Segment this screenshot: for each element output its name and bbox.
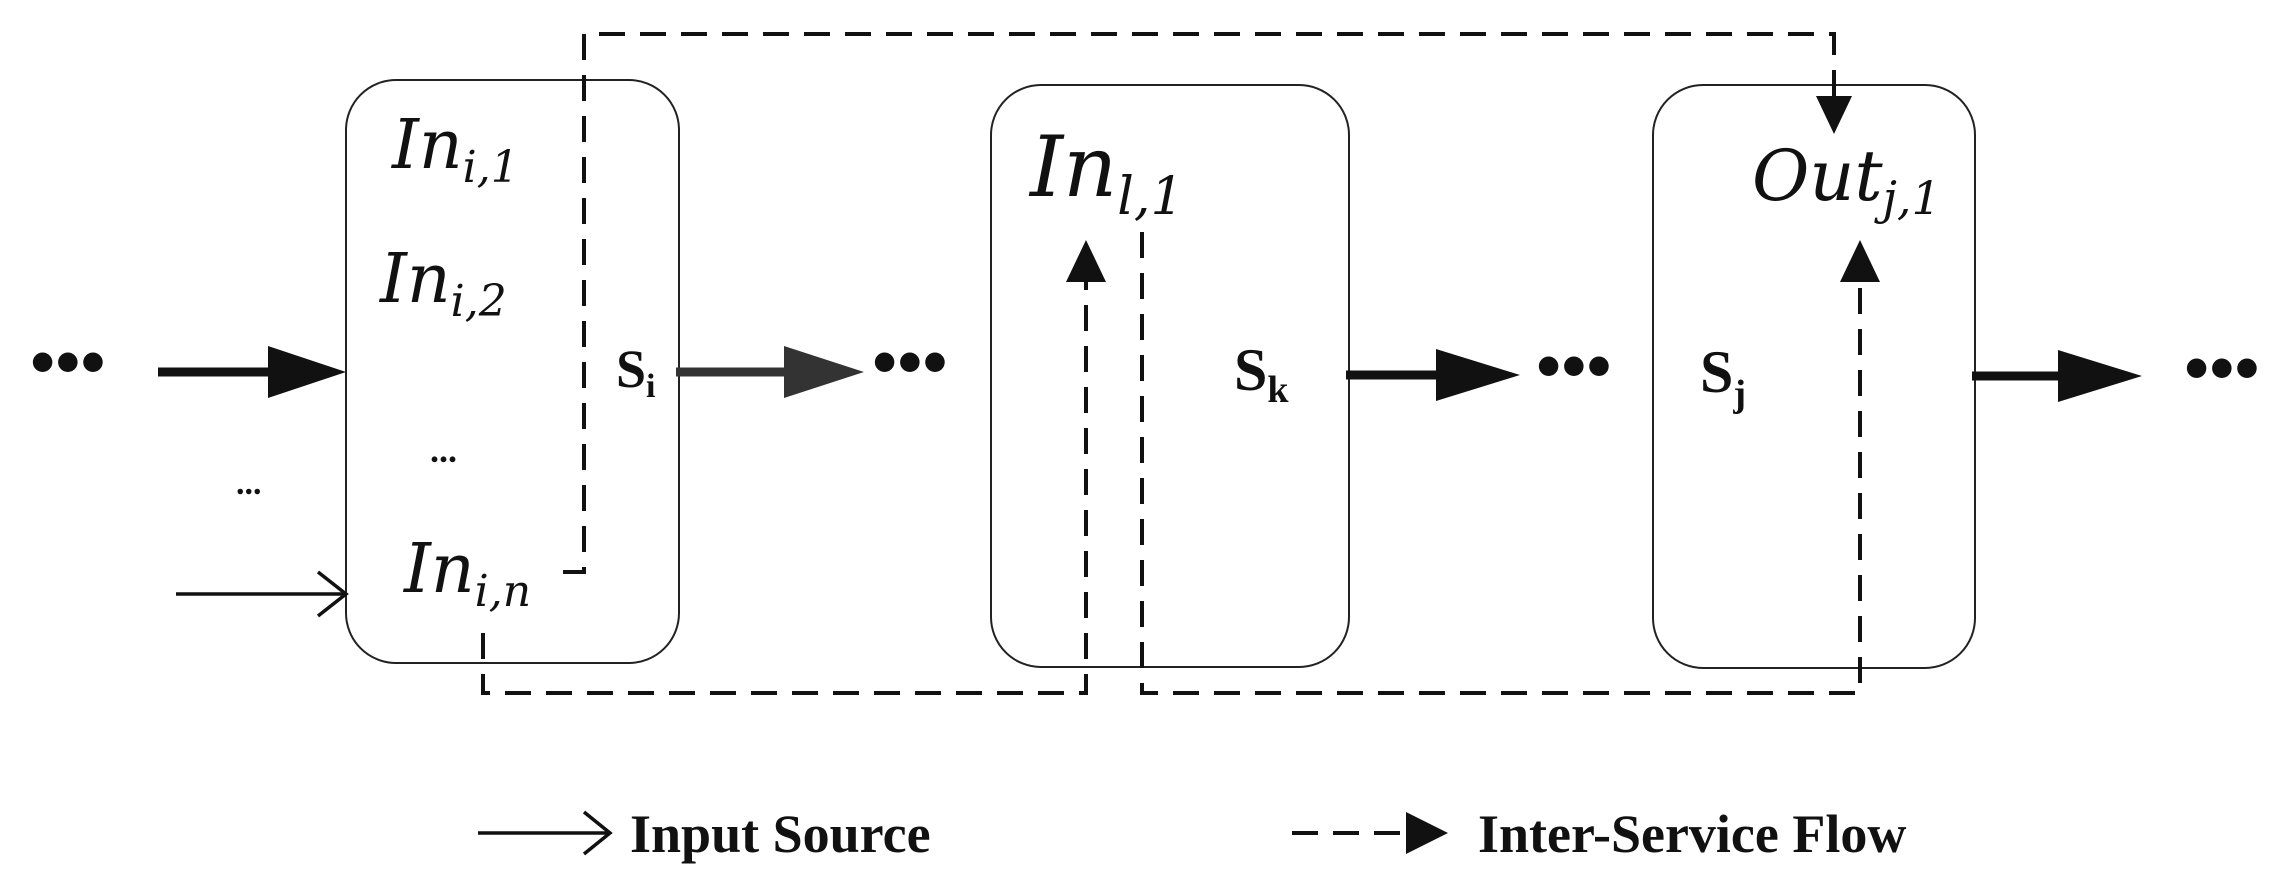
legend: Input Source Inter-Service Flow [478,804,1906,864]
legend-input-source-head [582,810,613,856]
input-l-1-base: In [1028,118,1117,216]
input-i-1-sub: i,1 [463,142,519,193]
legend-inter-service-head [1406,812,1448,854]
flow-si-out-head [784,346,864,398]
legend-inter-service-label: Inter-Service Flow [1478,804,1906,864]
service-i-label-sub: i [646,368,655,405]
dashed-flow-si-to-out-j1-head [1816,96,1852,134]
service-i-label: Si [616,339,656,405]
dashed-flow-sk-to-out-j1-head [1840,240,1880,282]
service-j-label: Sj [1700,339,1746,415]
output-j-1: Outj,1 [1752,135,1941,225]
service-k-label-base: S [1234,337,1267,403]
input-i-n-sub: i,n [475,566,531,617]
service-k-label-sub: k [1267,369,1289,411]
dashed-flow-sk-to-out-j1 [1140,232,1862,695]
input-i-n: Ini,n [402,530,531,617]
output-j-1-base: Out [1752,135,1883,217]
output-j-1-sub: j,1 [1874,171,1941,225]
flow-into-si-head [268,346,346,398]
leading-ellipsis: ••• [30,322,106,402]
input-i-2-sub: i,2 [451,276,507,327]
legend-input-source-label: Input Source [630,804,931,864]
input-source-arrow-head [316,570,349,618]
service-k-label: Sk [1234,337,1289,411]
trailing-ellipsis: ••• [2184,328,2260,408]
flow-sj-out-head [2058,350,2142,402]
service-j-label-base: S [1700,339,1733,405]
input-i-2-base: In [378,240,451,319]
service-j-label-sub: j [1732,373,1746,415]
ellipsis-after-sk: ••• [1536,326,1612,406]
dashed-flow-si-to-in-l1-head [1066,240,1106,282]
ellipsis-after-si: ••• [872,322,948,402]
input-l-1: Inl,1 [1028,118,1184,227]
input-i-1-base: In [390,106,463,185]
input-i-2: Ini,2 [378,240,507,327]
input-ellipsis-left: ... [236,465,262,502]
input-i-1: Ini,1 [390,106,519,193]
flow-sk-out-head [1436,349,1520,401]
input-i-ellipsis: ... [430,430,457,470]
input-i-n-base: In [402,530,475,609]
dashed-flow-si-to-out-j1 [563,32,1836,574]
input-l-1-sub: l,1 [1117,167,1183,227]
service-i-label-base: S [616,339,646,399]
dashed-flow-si-to-in-l1 [481,268,1088,695]
